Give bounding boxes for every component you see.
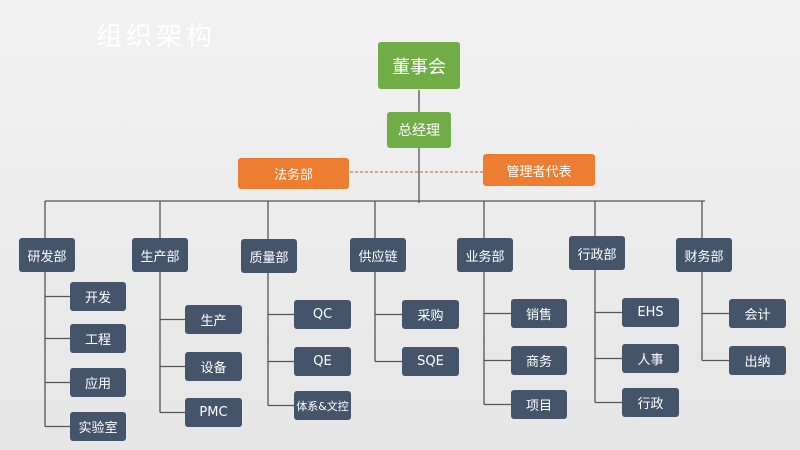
sub-dept-node[interactable]: 销售 (511, 299, 567, 328)
sub-dept-node[interactable]: 人事 (622, 344, 679, 373)
general-manager-node[interactable]: 总经理 (387, 112, 451, 148)
sub-dept-node[interactable]: 体系&文控 (294, 391, 351, 420)
sub-dept-node[interactable]: 项目 (511, 390, 567, 419)
sub-dept-node[interactable]: PMC (185, 398, 242, 427)
sub-dept-node[interactable]: 出纳 (729, 346, 786, 375)
dept-node[interactable]: 研发部 (19, 238, 75, 272)
sub-dept-node[interactable]: 行政 (622, 388, 679, 417)
sub-dept-node[interactable]: 生产 (185, 305, 242, 334)
sub-dept-node[interactable]: 开发 (70, 282, 126, 311)
sub-dept-node[interactable]: 实验室 (70, 412, 126, 441)
dept-node[interactable]: 生产部 (132, 238, 188, 272)
dept-node[interactable]: 财务部 (676, 238, 732, 272)
sub-dept-node[interactable]: 会计 (729, 299, 786, 328)
dept-node[interactable]: 行政部 (569, 236, 625, 270)
sub-dept-node[interactable]: 商务 (511, 346, 567, 375)
dept-node[interactable]: 供应链 (350, 238, 406, 272)
legal-node[interactable]: 法务部 (238, 158, 349, 189)
sub-dept-node[interactable]: QC (294, 300, 351, 329)
sub-dept-node[interactable]: 设备 (185, 352, 242, 381)
dept-node[interactable]: 质量部 (241, 239, 297, 273)
dept-node[interactable]: 业务部 (457, 238, 513, 272)
sub-dept-node[interactable]: 应用 (70, 368, 126, 397)
sub-dept-node[interactable]: EHS (622, 298, 679, 327)
sub-dept-node[interactable]: SQE (402, 347, 459, 376)
sub-dept-node[interactable]: 工程 (70, 324, 126, 353)
sub-dept-node[interactable]: 采购 (402, 300, 459, 329)
board-node[interactable]: 董事会 (378, 42, 460, 89)
page-title: 组织架构 (96, 22, 217, 52)
sub-dept-node[interactable]: QE (294, 347, 351, 376)
management-rep-node[interactable]: 管理者代表 (483, 154, 595, 186)
